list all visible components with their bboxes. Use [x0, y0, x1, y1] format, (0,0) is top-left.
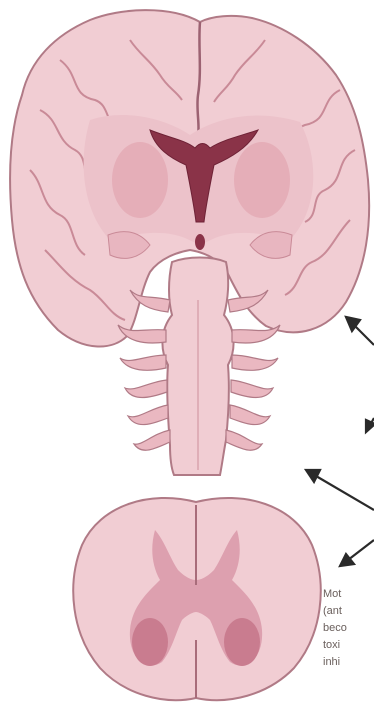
- basal-ganglia-left: [112, 142, 168, 218]
- caption-line-2: (ant: [323, 603, 374, 620]
- pointer-arrows: [306, 317, 374, 566]
- anterior-horn-left: [132, 618, 168, 666]
- caption-line-5: inhi: [323, 654, 374, 671]
- caption-line-4: toxi: [323, 637, 374, 654]
- arrow-to-spinal-cord: [348, 540, 374, 560]
- spinal-cord-section: [73, 498, 320, 700]
- arrow-to-brainstem: [316, 476, 374, 510]
- anterior-horn-right: [224, 618, 260, 666]
- caption-line-1: Mot: [323, 586, 374, 603]
- basal-ganglia-right: [234, 142, 290, 218]
- caption-line-3: beco: [323, 620, 374, 637]
- third-ventricle: [195, 234, 205, 250]
- figure-caption: Mot (ant beco toxi inhi: [323, 586, 374, 671]
